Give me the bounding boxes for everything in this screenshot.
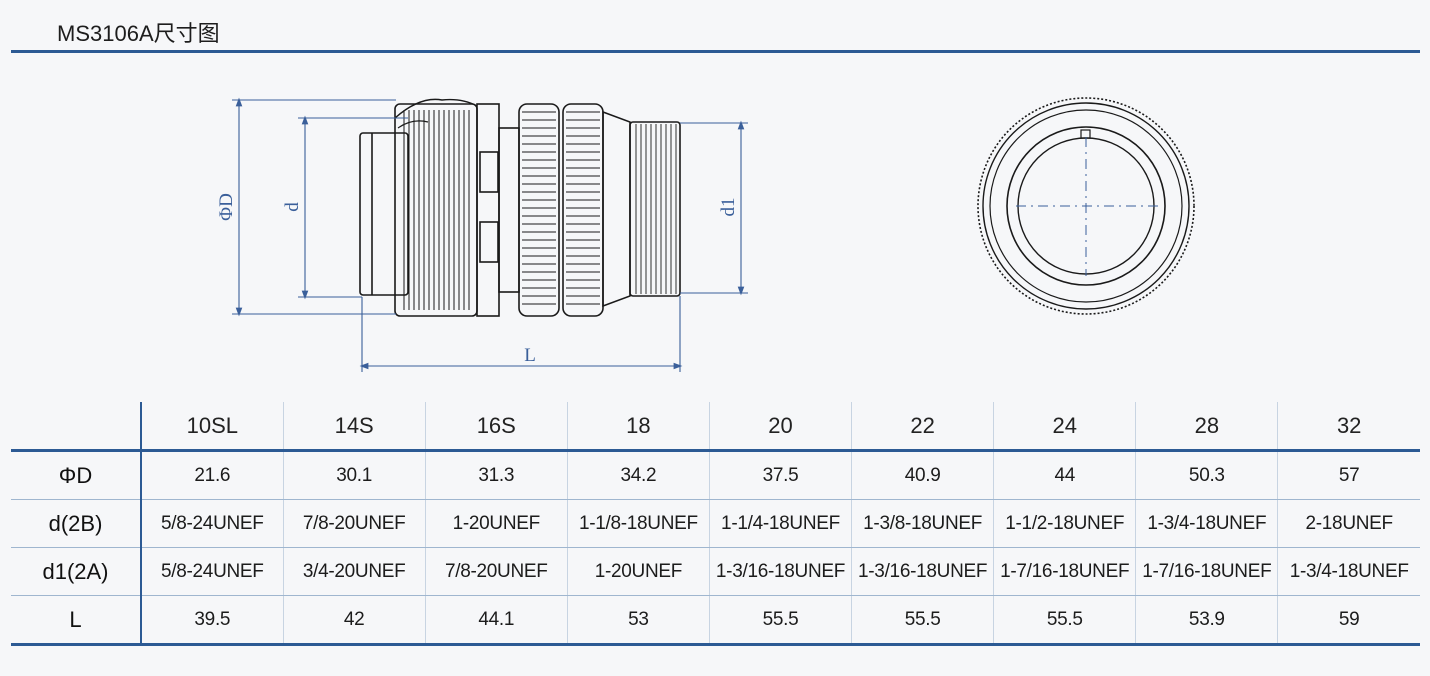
table-cell: 1-20UNEF xyxy=(424,499,568,548)
table-cell: 1-3/8-18UNEF xyxy=(851,499,994,548)
table-cell: 1-7/16-18UNEF xyxy=(1135,547,1278,596)
table-cell: 42 xyxy=(282,595,426,646)
size-header: 24 xyxy=(993,402,1136,452)
table-cell: 1-1/2-18UNEF xyxy=(993,499,1136,548)
size-header: 20 xyxy=(708,402,852,452)
table-cell: 40.9 xyxy=(851,450,994,500)
table-cell: 55.5 xyxy=(708,595,852,646)
connector-front-view xyxy=(977,97,1195,315)
coupling-nut-knurl xyxy=(403,110,470,310)
thread-lines xyxy=(635,124,677,294)
table-cell: 7/8-20UNEF xyxy=(282,499,426,548)
size-header: 10SL xyxy=(139,402,284,452)
table-cell: 1-7/16-18UNEF xyxy=(993,547,1136,596)
table-row: ΦD 21.6 30.1 31.3 34.2 37.5 40.9 44 50.3… xyxy=(11,450,1420,500)
table-cell: 37.5 xyxy=(708,450,852,500)
page-title: MS3106A尺寸图 xyxy=(57,21,220,46)
table-cell: 5/8-24UNEF xyxy=(139,499,284,548)
table-cell: 21.6 xyxy=(139,450,284,500)
table-cell: 53.9 xyxy=(1135,595,1278,646)
dimension-table: 10SL 14S 16S 18 20 22 24 28 32 ΦD 21.6 3… xyxy=(11,402,1420,646)
table-cell: 1-3/4-18UNEF xyxy=(1277,547,1420,596)
table-cell: 2-18UNEF xyxy=(1277,499,1420,548)
size-header: 28 xyxy=(1135,402,1278,452)
row-label: L xyxy=(11,595,141,646)
size-header: 18 xyxy=(566,402,710,452)
size-header: 32 xyxy=(1277,402,1420,452)
outer-diameter-label: ΦD xyxy=(216,193,237,221)
param-header-empty xyxy=(11,402,141,452)
table-cell: 1-3/16-18UNEF xyxy=(851,547,994,596)
table-cell: 1-20UNEF xyxy=(566,547,710,596)
table-cell: 5/8-24UNEF xyxy=(139,547,284,596)
size-header: 14S xyxy=(282,402,426,452)
table-cell: 31.3 xyxy=(424,450,568,500)
table-cell: 1-3/16-18UNEF xyxy=(708,547,852,596)
table-cell: 34.2 xyxy=(566,450,710,500)
title-divider xyxy=(11,50,1420,53)
table-row: d(2B) 5/8-24UNEF 7/8-20UNEF 1-20UNEF 1-1… xyxy=(11,499,1420,548)
table-cell: 44 xyxy=(993,450,1136,500)
size-header: 16S xyxy=(424,402,568,452)
table-cell: 39.5 xyxy=(139,595,284,646)
table-row: L 39.5 42 44.1 53 55.5 55.5 55.5 53.9 59 xyxy=(11,595,1420,646)
table-cell: 57 xyxy=(1277,450,1420,500)
table-cell: 3/4-20UNEF xyxy=(282,547,426,596)
table-cell: 7/8-20UNEF xyxy=(424,547,568,596)
size-header: 22 xyxy=(851,402,994,452)
ring-knurl xyxy=(522,111,600,305)
table-cell: 53 xyxy=(566,595,710,646)
table-row: d1(2A) 5/8-24UNEF 3/4-20UNEF 7/8-20UNEF … xyxy=(11,547,1420,596)
table-cell: 55.5 xyxy=(851,595,994,646)
row-label: d(2B) xyxy=(11,499,141,548)
row-label: ΦD xyxy=(11,450,141,500)
table-header-row: 10SL 14S 16S 18 20 22 24 28 32 xyxy=(11,402,1420,452)
dimension-lines xyxy=(232,97,748,372)
inner-diameter-label: d xyxy=(282,202,303,212)
table-cell: 59 xyxy=(1277,595,1420,646)
table-cell: 1-1/8-18UNEF xyxy=(566,499,710,548)
table-cell: 1-1/4-18UNEF xyxy=(708,499,852,548)
table-cell: 55.5 xyxy=(993,595,1136,646)
connector-dimension-drawing: ΦD d d1 L xyxy=(216,97,1195,372)
length-label: L xyxy=(524,345,536,366)
row-label: d1(2A) xyxy=(11,547,141,596)
table-cell: 1-3/4-18UNEF xyxy=(1135,499,1278,548)
table-cell: 30.1 xyxy=(282,450,426,500)
thread-diameter-label: d1 xyxy=(718,198,739,217)
connector-side-view xyxy=(359,98,681,317)
table-cell: 44.1 xyxy=(424,595,568,646)
table-cell: 50.3 xyxy=(1135,450,1278,500)
